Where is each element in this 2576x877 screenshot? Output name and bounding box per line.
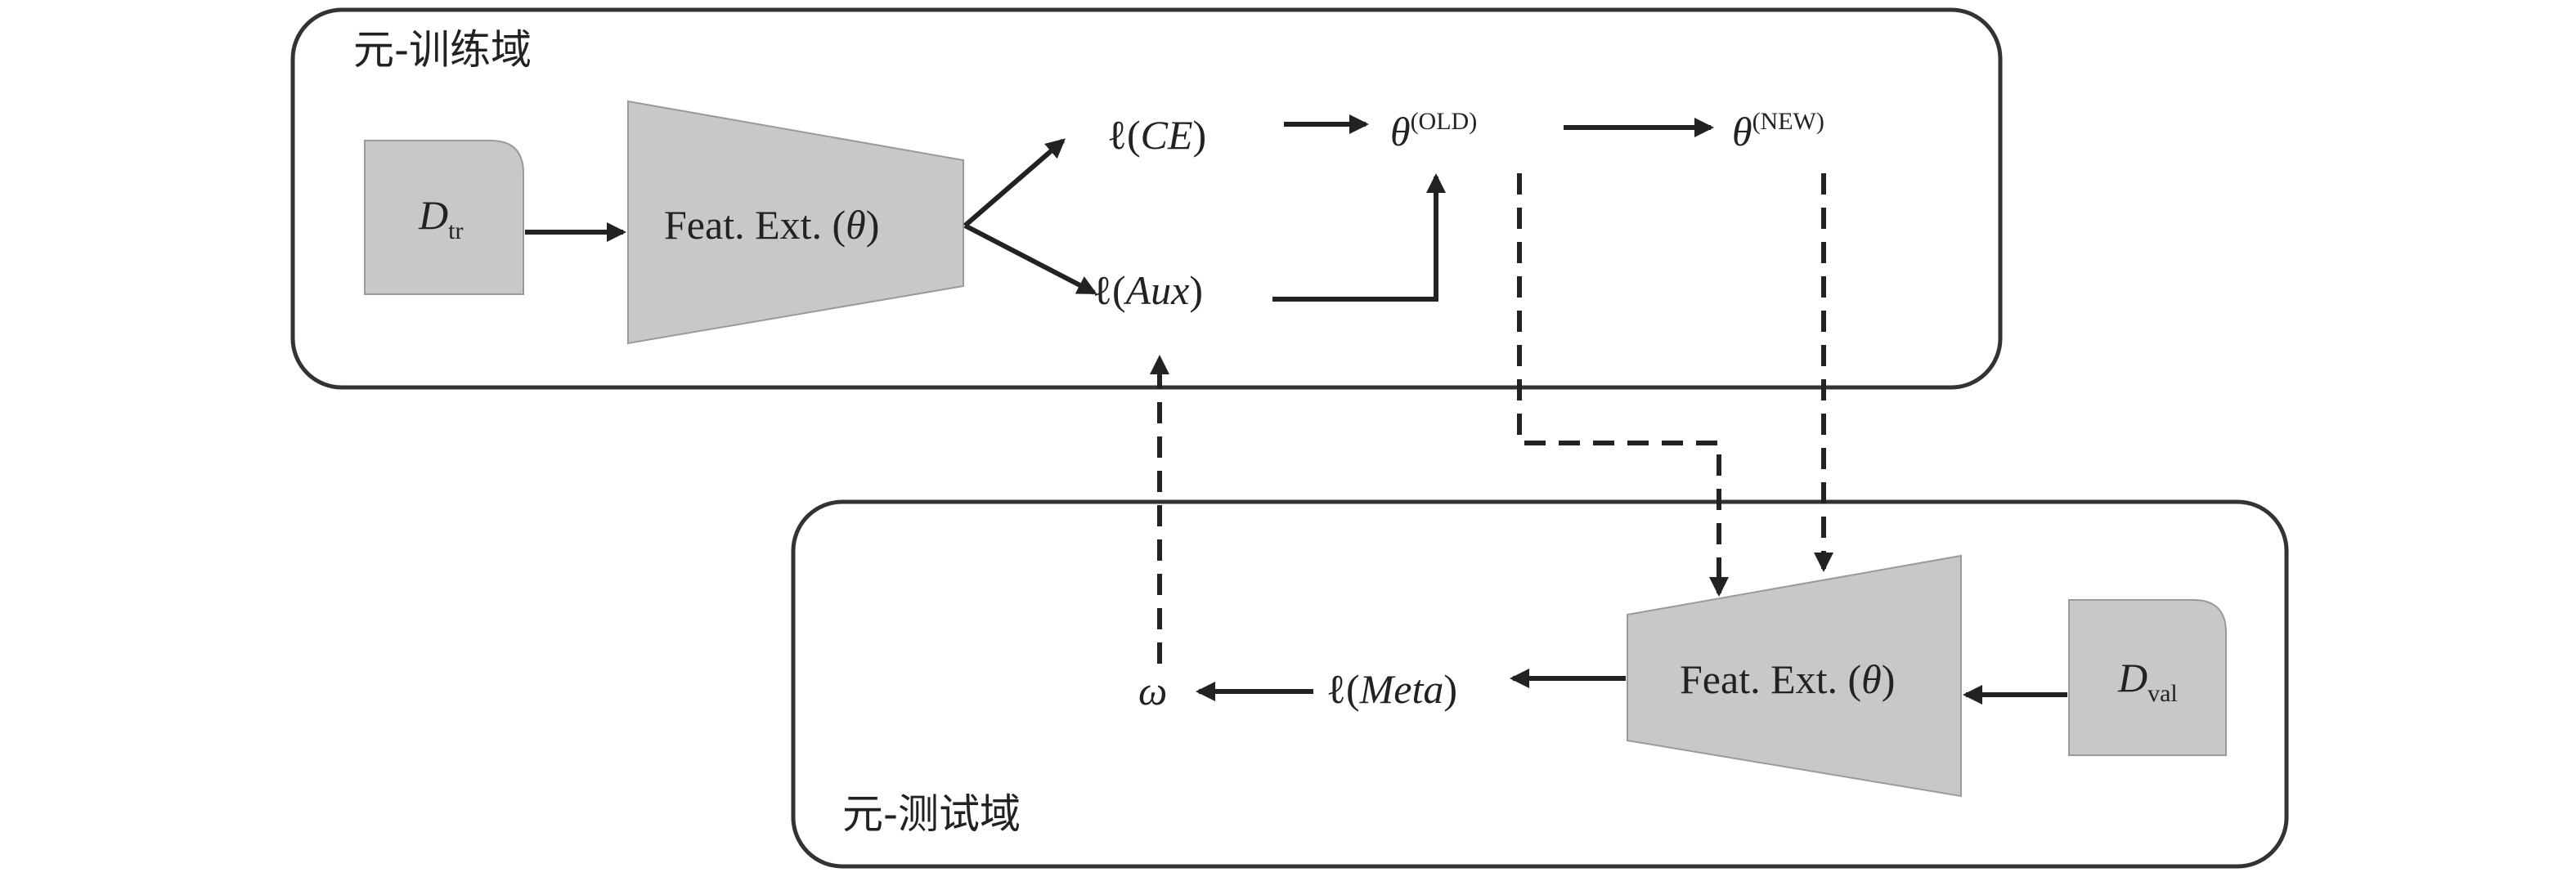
test-feature-extractor [1627, 554, 1962, 798]
train-feature-extractor-label: Feat. Ext. (θ) [664, 202, 879, 248]
val-data-label: Dval [2117, 655, 2178, 707]
omega-label: ω [1138, 668, 1167, 714]
loss-aux-label: ℓ(Aux) [1093, 267, 1203, 313]
arrow-extractor-to-ce [963, 138, 1066, 228]
dashed-theta-old-to-test-extractor [1517, 173, 1729, 597]
meta-train-title: 元-训练域 [353, 26, 532, 74]
arrow-extractor-to-aux [963, 223, 1097, 295]
meta-train-region [290, 7, 2003, 390]
train-data-block [364, 140, 524, 295]
loss-ce-label: ℓ(CE) [1107, 112, 1206, 158]
train-data-label: Dtr [418, 192, 463, 244]
arrow-aux-to-theta-old [1272, 173, 1446, 302]
theta-new-label: θ(NEW) [1732, 108, 1824, 154]
test-feature-extractor-label: Feat. Ext. (θ) [1680, 656, 1895, 702]
meta-test-region [791, 499, 2289, 869]
train-feature-extractor [627, 100, 964, 345]
val-data-block [2068, 599, 2227, 756]
theta-old-label: θ(OLD) [1390, 108, 1477, 154]
loss-meta-label: ℓ(Meta) [1326, 666, 1457, 712]
meta-test-title: 元-测试域 [842, 790, 1021, 838]
